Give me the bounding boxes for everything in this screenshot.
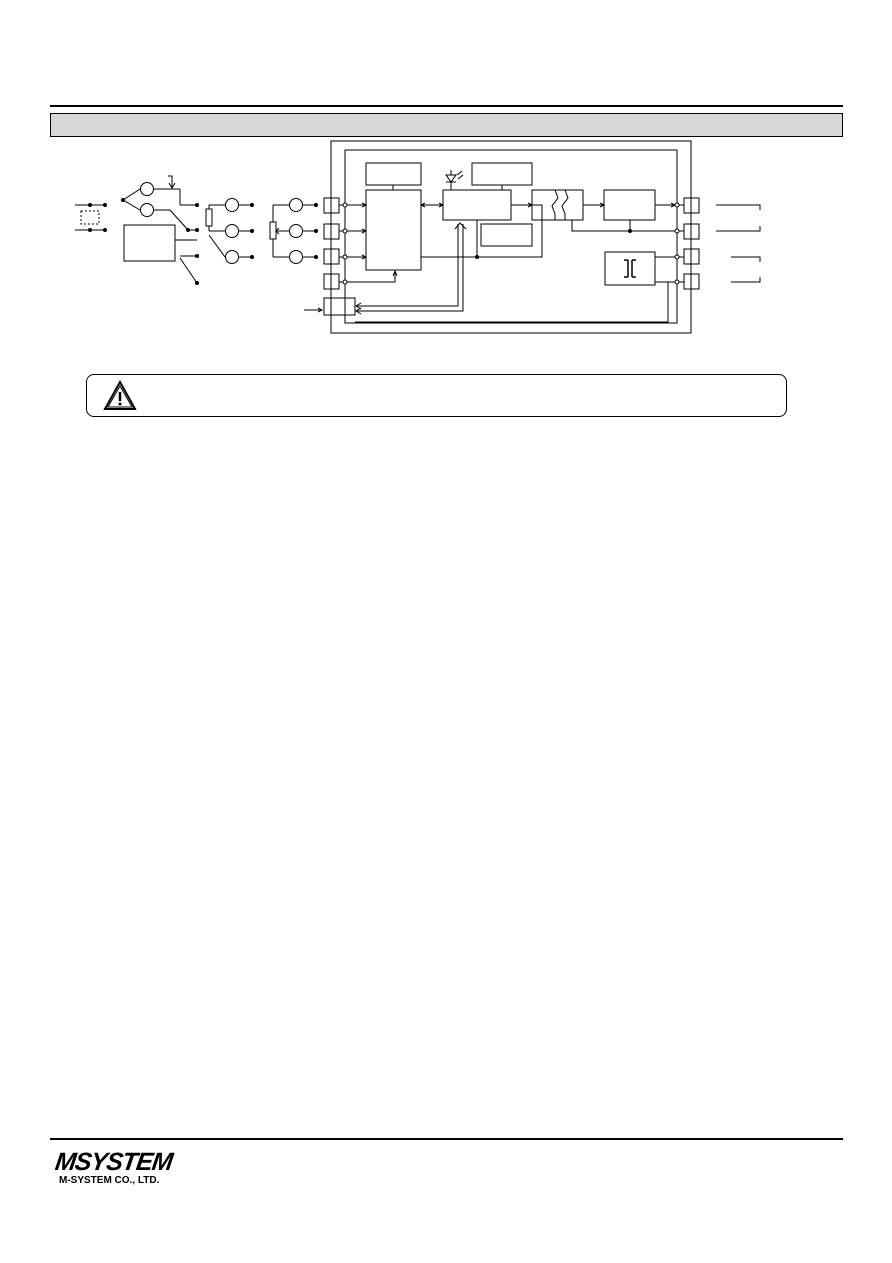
input-terminals <box>304 197 368 316</box>
input-thermocouple <box>75 203 107 232</box>
cold-junction-line <box>347 272 396 283</box>
company-name: M-SYSTEM CO., LTD. <box>59 1175 160 1186</box>
cpu-block <box>442 189 512 221</box>
warning-box <box>86 374 787 417</box>
led-icon <box>445 170 464 190</box>
warning-triangle-icon <box>103 380 137 410</box>
feedback-line-b <box>357 224 464 312</box>
section-title-bar <box>50 113 843 137</box>
output-block <box>603 189 656 221</box>
top-rule <box>50 105 843 107</box>
upper-right-block <box>471 162 533 186</box>
input-circuit-d <box>269 198 318 264</box>
transformer-icon <box>624 259 636 278</box>
input-circuit-c <box>205 198 254 264</box>
housing-inner-frame <box>344 149 678 324</box>
company-logo: MSYSTEM M-SYSTEM CO., LTD. <box>53 1148 187 1186</box>
upper-left-block <box>365 162 422 186</box>
bottom-rule <box>50 1138 843 1140</box>
feedback-line-a <box>357 224 459 307</box>
housing-outer-frame <box>330 140 692 334</box>
logo-mark: MSYSTEM <box>53 1148 174 1176</box>
power-supply-block <box>604 251 656 286</box>
lower-block <box>480 223 533 247</box>
input-circuit-b <box>123 224 199 285</box>
input-circuit-a <box>121 175 199 232</box>
output-wiring <box>716 204 761 283</box>
input-converter-block <box>365 189 422 271</box>
output-terminals <box>674 197 700 290</box>
feedback-line-c <box>355 281 675 323</box>
